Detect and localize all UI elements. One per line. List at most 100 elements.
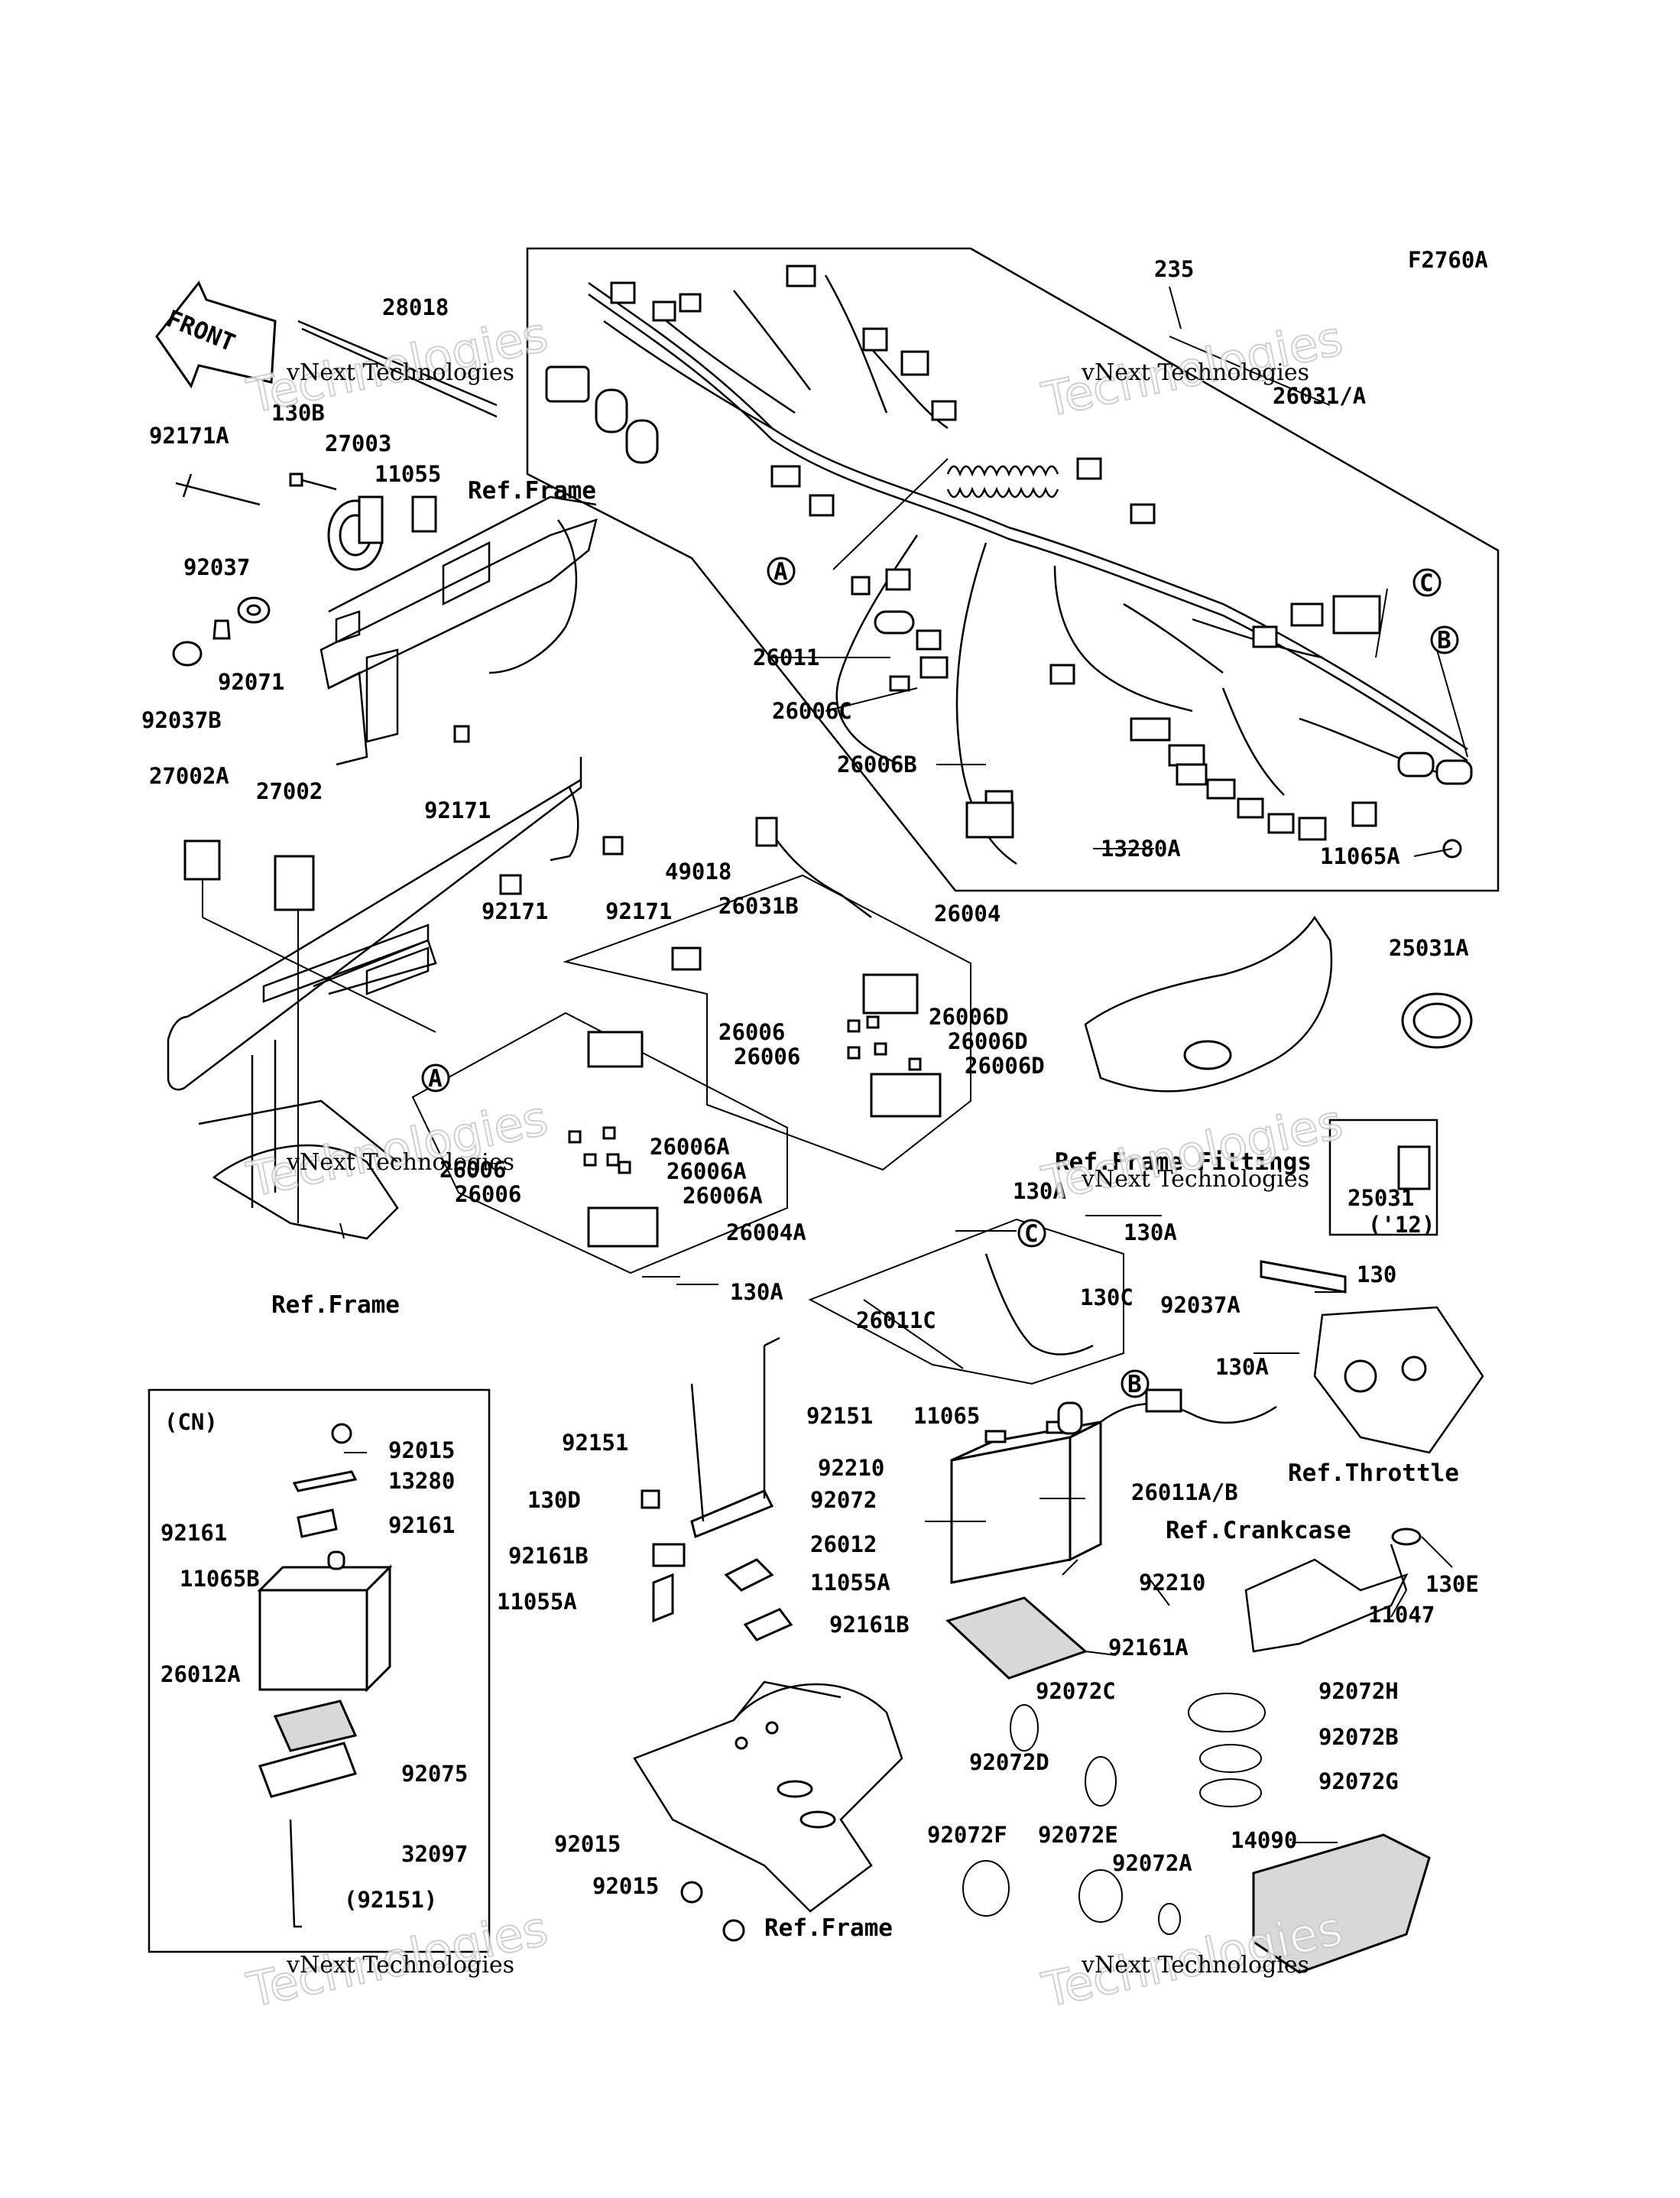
label-130a-4: 130A [1215, 1354, 1269, 1380]
label-130d: 130D [527, 1487, 581, 1513]
callout-a-1: A [767, 557, 796, 586]
label-92072: 92072 [810, 1487, 877, 1513]
callout-b-2: B [1121, 1369, 1150, 1398]
callout-c-2: C [1017, 1219, 1046, 1248]
label-92015-2: 92015 [554, 1831, 621, 1857]
label-26012: 26012 [810, 1531, 877, 1557]
harness-group-outline [526, 247, 1500, 892]
bands [962, 1693, 1266, 1935]
svg-text:Technologies: Technologies [1037, 1093, 1348, 1211]
label-130a-1: 130A [1013, 1178, 1066, 1204]
label-130c: 130C [1080, 1284, 1134, 1310]
label-26006-3: 26006 [439, 1157, 506, 1183]
label-26031b: 26031B [718, 893, 799, 919]
label-130e: 130E [1425, 1571, 1479, 1597]
label-26006d-2: 26006D [948, 1028, 1028, 1054]
holddown-92072 [690, 1489, 774, 1539]
label-26006c: 26006C [772, 698, 852, 724]
label-92072h: 92072H [1318, 1678, 1399, 1704]
grommet-92071 [237, 596, 271, 624]
label-92171-3: 92171 [482, 898, 548, 924]
watermark-1: Technologies vNext Technologies [242, 305, 553, 424]
middle-frame [167, 757, 624, 1240]
label-92171a: 92171A [149, 423, 229, 449]
label-92071: 92071 [218, 669, 284, 695]
label-11055a-1: 11055A [810, 1570, 890, 1596]
label-27002: 27002 [256, 778, 323, 804]
ref-frame-1: Ref.Frame [468, 477, 596, 505]
label-26006-1: 26006 [718, 1019, 785, 1045]
svg-text:vNext Technologies: vNext Technologies [286, 359, 514, 386]
ref-frame-fittings: Ref.Frame Fittings [1055, 1148, 1312, 1176]
crankcase [1244, 1528, 1422, 1653]
label-92161a: 92161A [1108, 1635, 1189, 1661]
battery-26012 [950, 1420, 1102, 1584]
label-26004a: 26004A [726, 1219, 806, 1245]
label-92161b-2: 92161B [829, 1612, 910, 1638]
label-28018: 28018 [382, 294, 449, 320]
label-11055a-2: 11055A [497, 1589, 577, 1615]
svg-text:vNext Technologies: vNext Technologies [1081, 1166, 1309, 1193]
label-27002a: 27002A [149, 763, 229, 789]
label-26011ab: 26011A/B [1131, 1479, 1238, 1505]
label-130b: 130B [271, 400, 325, 426]
bracket-11055a-2 [652, 1573, 674, 1623]
rod-92151b [763, 1336, 780, 1498]
cn-small-parts [258, 1423, 358, 1928]
label-26006b: 26006B [837, 752, 917, 778]
label-26006-4: 26006 [455, 1181, 521, 1207]
svg-text:A: A [774, 558, 788, 586]
label-14090: 14090 [1231, 1827, 1297, 1853]
lower-frame [633, 1680, 903, 1913]
watermark-5: Technologies vNext Technologies [242, 1899, 553, 2018]
label-26006-2: 26006 [734, 1044, 800, 1070]
label-92171-2: 92171 [605, 898, 672, 924]
svg-text:B: B [1127, 1371, 1142, 1398]
label-13280a: 13280A [1101, 836, 1181, 862]
rod-92151a [690, 1383, 705, 1522]
label-92161-1: 92161 [161, 1520, 227, 1546]
clip-92037 [212, 619, 231, 640]
label-92161b-1: 92161B [508, 1543, 589, 1569]
svg-text:vNext Technologies: vNext Technologies [1081, 1952, 1309, 1979]
watermark-6: Technologies vNext Technologies [1036, 1899, 1348, 2018]
figure-code: F2760A [1408, 247, 1488, 273]
label-26006a-3: 26006A [683, 1183, 763, 1209]
label-235: 235 [1154, 256, 1194, 282]
year-12-box [1328, 1118, 1438, 1236]
mat-92161a [945, 1596, 1088, 1680]
label-92075: 92075 [401, 1761, 468, 1787]
svg-text:vNext Technologies: vNext Technologies [286, 1149, 514, 1176]
label-92037a: 92037A [1160, 1292, 1241, 1318]
bracket-92161b-2 [743, 1608, 793, 1641]
label-11065: 11065 [913, 1403, 980, 1429]
label-26004: 26004 [934, 901, 1001, 927]
label-92151-1: 92151 [562, 1430, 628, 1456]
label-92037: 92037 [183, 554, 250, 580]
cable-26011c [984, 1253, 1094, 1355]
watermark-2: Technologies vNext Technologies [1036, 309, 1348, 428]
fusebox-26004a-outline [411, 1011, 788, 1274]
frame-fittings [1084, 915, 1473, 1190]
label-92161-2: 92161 [388, 1512, 455, 1538]
svg-text:vNext Technologies: vNext Technologies [286, 1952, 514, 1979]
label-26006a-2: 26006A [666, 1158, 747, 1184]
label-32097: 32097 [401, 1841, 468, 1867]
ref-frame-3: Ref.Frame [764, 1914, 893, 1942]
label-11055: 11055 [375, 461, 441, 487]
label-11065a: 11065A [1320, 843, 1400, 869]
throttle-body [1260, 1260, 1484, 1454]
label-26006d-1: 26006D [929, 1004, 1009, 1030]
label-26006a-1: 26006A [650, 1134, 730, 1160]
battery-group-outline [808, 1218, 1124, 1385]
cable-26011ab [1100, 1388, 1277, 1424]
label-26031a: 26031/A [1273, 383, 1366, 409]
bracket-11055a [724, 1558, 774, 1592]
fuse-parts [568, 817, 942, 1248]
svg-text:B: B [1437, 627, 1451, 654]
label-11065b: 11065B [180, 1566, 260, 1592]
label-130a-3: 130A [730, 1279, 783, 1305]
label-92072b: 92072B [1318, 1724, 1399, 1750]
